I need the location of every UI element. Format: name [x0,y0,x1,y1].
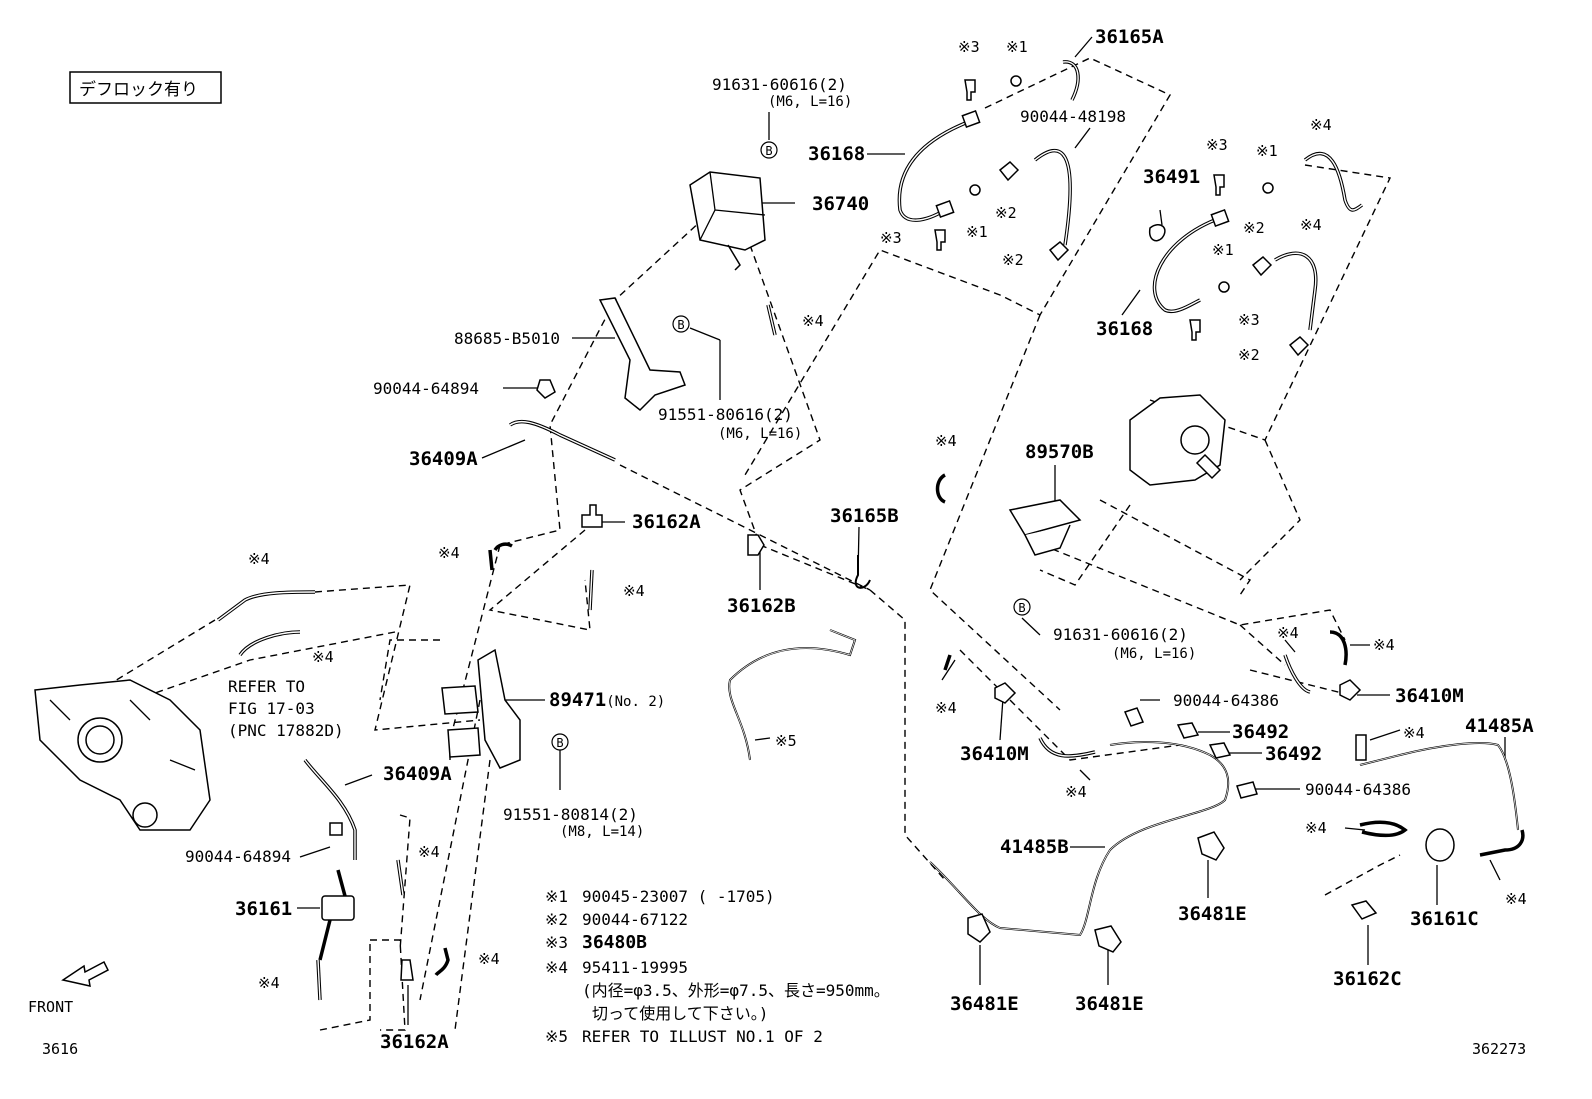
mark-4: ※4 [1300,216,1322,234]
label-36491: 36491 [1143,166,1200,188]
label-36161C: 36161C [1410,908,1479,930]
refer-line-1: REFER TO [228,677,305,696]
label-36165B: 36165B [830,505,899,527]
mark-4: ※4 [623,582,645,600]
label-91551-80814: 91551-80814(2) [503,805,638,824]
label-91631-top: 91631-60616(2) [712,75,847,94]
label-36492-a: 36492 [1232,721,1289,743]
label-91551-80814-spec: (M8, L=14) [560,824,644,840]
label-36168-lower: 36168 [1096,318,1153,340]
label-91551-80616-spec: (M6, L=16) [718,426,802,442]
mark-4: ※4 [1065,783,1087,801]
label-36409A-lower: 36409A [383,763,452,785]
label-36168-upper: 36168 [808,143,865,165]
mark-4: ※4 [802,312,824,330]
mark-4: ※4 [1505,890,1527,908]
legend-text-3: 36480B [582,932,647,953]
legend-text-6: 切って使用して下さい。) [592,1004,768,1023]
mark-4: ※4 [1373,636,1395,654]
legend-text-1: 90045-23007 ( -1705) [582,887,775,906]
label-91631-top-spec: (M6, L=16) [768,94,852,110]
label-41485B: 41485B [1000,836,1069,858]
mark-4: ※4 [258,974,280,992]
mark-1: ※1 [1256,142,1278,160]
mark-3: ※3 [880,229,902,247]
label-88685-B5010: 88685-B5010 [454,329,560,348]
front-label: FRONT [28,998,73,1016]
legend-mark-2: ※2 [545,910,568,929]
mark-4: ※4 [935,699,957,717]
reference-marks: ※3 ※1 ※3 ※1 ※2 ※2 ※3 ※1 ※4 ※2 ※4 ※1 ※3 ※… [248,38,1527,992]
label-90044-48198: 90044-48198 [1020,107,1126,126]
mark-4: ※4 [248,550,270,568]
label-36409A-upper: 36409A [409,448,478,470]
label-41485A: 41485A [1465,715,1534,737]
label-36161: 36161 [235,898,292,920]
legend: ※1 90045-23007 ( -1705) ※2 90044-67122 ※… [545,887,890,1046]
mark-2: ※2 [1238,346,1260,364]
label-36492-b: 36492 [1265,743,1322,765]
label-89570B: 89570B [1025,441,1094,463]
mark-4: ※4 [438,544,460,562]
label-90044-64386-lower: 90044-64386 [1305,780,1411,799]
mark-4: ※4 [1305,819,1327,837]
label-90044-64894-lower: 90044-64894 [185,847,291,866]
legend-mark-4: ※4 [545,958,568,977]
label-91551-80616: 91551-80616(2) [658,405,793,424]
mark-1: ※1 [1006,38,1028,56]
mark-1: ※1 [1212,241,1234,259]
label-36162A-lower: 36162A [380,1031,449,1053]
mark-4: ※4 [1277,624,1299,642]
bolt-mark-vsv: B [556,736,563,750]
label-36481E-a: 36481E [1178,903,1247,925]
label-36481E-c: 36481E [1075,993,1144,1015]
label-36481E-b: 36481E [950,993,1019,1015]
mark-4: ※4 [418,843,440,861]
mark-4: ※4 [1403,724,1425,742]
label-36165A: 36165A [1095,26,1164,48]
mark-3: ※3 [1238,311,1260,329]
bolt-mark-sensor: B [1018,601,1025,615]
variant-label: デフロック有り [79,79,198,100]
bolt-mark-top: B [765,144,772,158]
label-90044-64894-upper: 90044-64894 [373,379,479,398]
legend-mark-3: ※3 [545,933,568,952]
mark-2: ※2 [995,204,1017,222]
part-number-labels: 36165A 36168 90044-48198 91631-60616(2) … [185,26,1534,1053]
mark-1: ※1 [966,223,988,241]
part-graphics: B B [34,60,1525,1001]
mark-2: ※2 [1243,219,1265,237]
legend-text-4: 95411-19995 [582,958,688,977]
label-36740: 36740 [812,193,869,215]
label-91631-mid: 91631-60616(2) [1053,625,1188,644]
legend-text-2: 90044-67122 [582,910,688,929]
refer-line-2: FIG 17-03 [228,699,315,718]
legend-mark-5: ※5 [545,1027,568,1046]
mark-4: ※4 [478,950,500,968]
mark-2: ※2 [1002,251,1024,269]
mark-3: ※3 [1206,136,1228,154]
illustration-number: 362273 [1472,1040,1526,1058]
mark-4: ※4 [1310,116,1332,134]
refer-line-3: (PNC 17882D) [228,721,344,740]
mark-4: ※4 [935,432,957,450]
legend-text-5: (内径=φ3.5、外形=φ7.5、長さ=950mm。 [582,981,890,1000]
mark-5: ※5 [775,732,797,750]
mark-3: ※3 [958,38,980,56]
label-89471: 89471(No. 2) [549,689,665,711]
bolt-mark-bracket: B [677,318,684,332]
label-36162C: 36162C [1333,968,1402,990]
mark-4: ※4 [312,648,334,666]
legend-text-7: REFER TO ILLUST NO.1 OF 2 [582,1027,823,1046]
label-36162B: 36162B [727,595,796,617]
label-90044-64386-upper: 90044-64386 [1173,691,1279,710]
variant-label-box: デフロック有り [69,71,222,104]
label-91631-mid-spec: (M6, L=16) [1112,646,1196,662]
legend-mark-1: ※1 [545,887,568,906]
label-36162A-upper: 36162A [632,511,701,533]
label-36410M-mid: 36410M [960,743,1029,765]
group-number: 3616 [42,1040,78,1058]
label-36410M-right: 36410M [1395,685,1464,707]
